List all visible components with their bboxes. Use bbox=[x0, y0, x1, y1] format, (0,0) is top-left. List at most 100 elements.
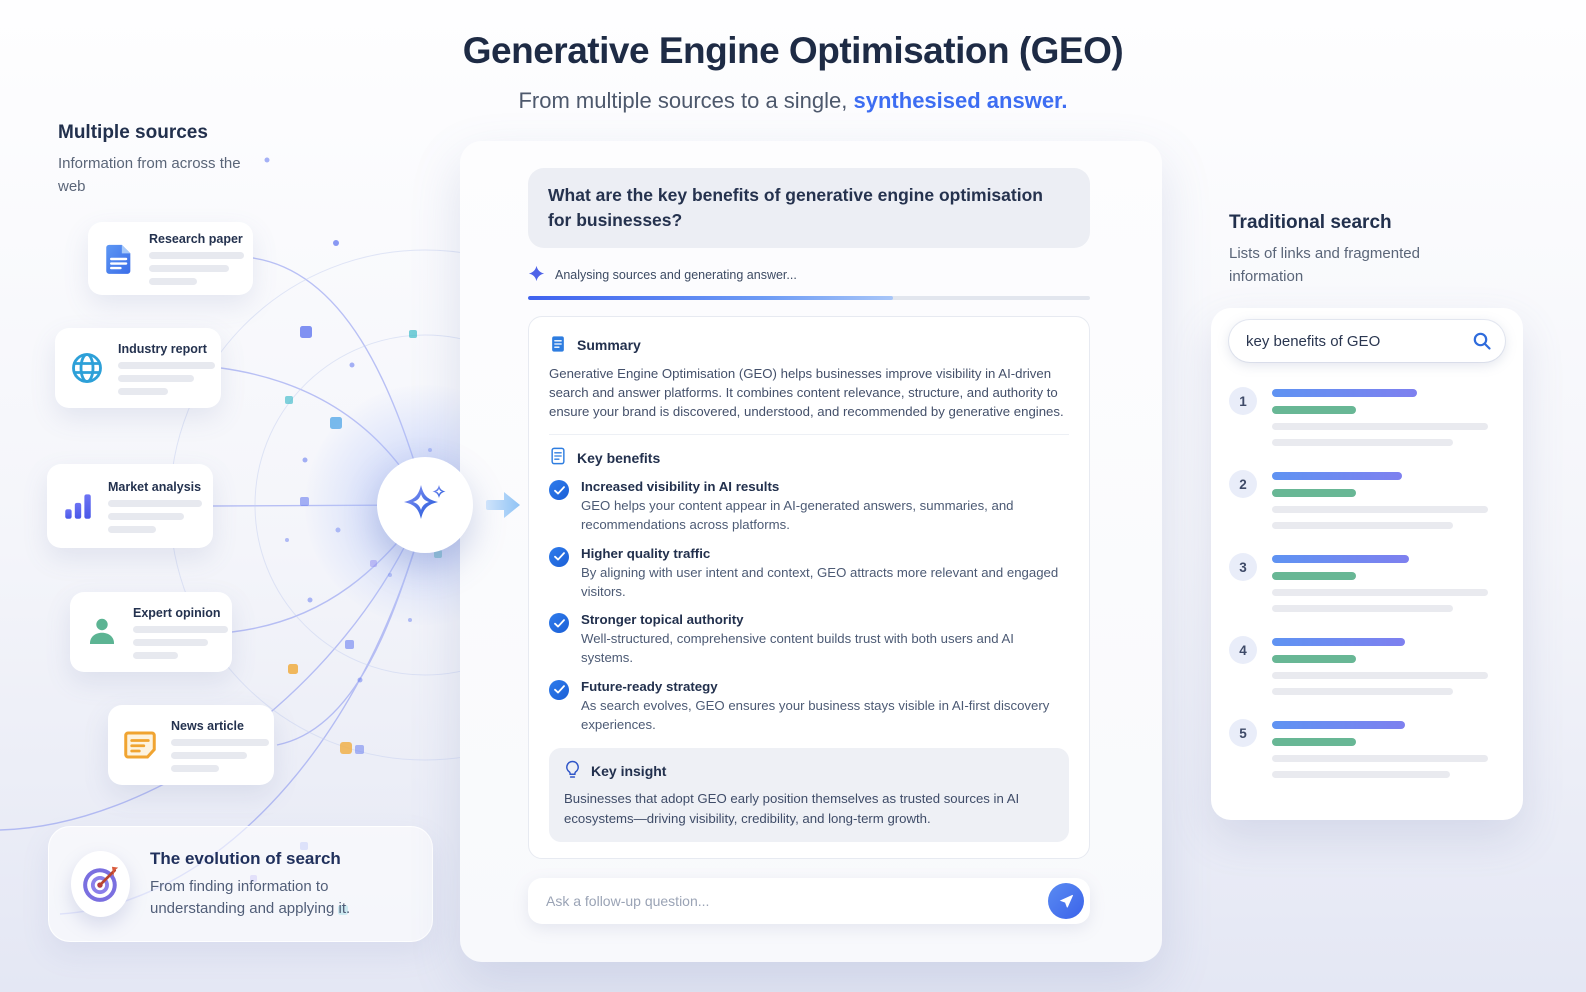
lightbulb-icon bbox=[564, 760, 581, 782]
skeleton-line bbox=[118, 374, 194, 382]
user-question: What are the key benefits of generative … bbox=[528, 168, 1090, 248]
result-rank-badge: 3 bbox=[1229, 553, 1257, 581]
evolution-description: From finding information to understandin… bbox=[150, 877, 351, 917]
send-button[interactable] bbox=[1048, 882, 1084, 919]
benefit-description: As search evolves, GEO ensures your busi… bbox=[581, 697, 1050, 732]
skeleton-line bbox=[171, 751, 247, 759]
benefit-item: Future-ready strategy As search evolves,… bbox=[549, 679, 1069, 734]
summary-heading: Summary bbox=[577, 337, 641, 354]
search-result: 5 bbox=[1229, 719, 1505, 778]
skeleton-line bbox=[118, 387, 168, 395]
answer-card: Summary Generative Engine Optimisation (… bbox=[528, 315, 1090, 859]
skeleton-line bbox=[149, 252, 244, 259]
result-snippet-skeleton bbox=[1272, 589, 1488, 596]
target-icon bbox=[71, 851, 130, 917]
check-circle-icon bbox=[549, 679, 569, 700]
result-snippet-skeleton bbox=[1272, 423, 1488, 430]
result-snippet-skeleton bbox=[1272, 439, 1453, 446]
source-card-label: Research paper bbox=[149, 232, 243, 246]
skeleton-line bbox=[118, 361, 215, 369]
skeleton-line bbox=[149, 265, 229, 272]
bar-chart-icon bbox=[61, 489, 95, 523]
ai-sparkle-node bbox=[377, 457, 473, 553]
subtitle-accent: synthesised answer. bbox=[853, 88, 1068, 113]
result-url-skeleton bbox=[1272, 738, 1356, 746]
skeleton-line bbox=[171, 738, 269, 746]
benefit-title: Higher quality traffic bbox=[581, 545, 711, 561]
ai-answer-panel: What are the key benefits of generative … bbox=[460, 141, 1162, 962]
benefit-title: Increased visibility in AI results bbox=[581, 479, 780, 495]
result-url-skeleton bbox=[1272, 572, 1356, 580]
benefit-description: GEO helps your content appear in AI-gene… bbox=[581, 498, 1014, 533]
summary-text: Generative Engine Optimisation (GEO) hel… bbox=[549, 365, 1064, 420]
result-snippet-skeleton bbox=[1272, 688, 1453, 695]
multiple-sources-heading: Multiple sources bbox=[58, 122, 208, 143]
divider bbox=[549, 434, 1069, 436]
search-result: 1 bbox=[1229, 387, 1505, 446]
benefits-heading: Key benefits bbox=[577, 449, 661, 466]
source-card-expert-opinion: Expert opinion bbox=[70, 592, 232, 672]
result-title-skeleton bbox=[1272, 555, 1409, 563]
check-circle-icon bbox=[549, 546, 569, 567]
source-card-label: News article bbox=[171, 718, 244, 733]
skeleton-line bbox=[171, 764, 219, 772]
skeleton-line bbox=[108, 512, 184, 520]
search-input[interactable] bbox=[1246, 332, 1472, 350]
followup-bar bbox=[528, 877, 1090, 924]
key-insight-box: Key insight Businesses that adopt GEO ea… bbox=[549, 748, 1069, 842]
flow-arrow-icon bbox=[486, 488, 522, 527]
benefit-description: Well-structured, comprehensive content b… bbox=[581, 631, 1014, 666]
multiple-sources-subheading: Information from across the web bbox=[58, 155, 241, 195]
check-circle-icon bbox=[549, 613, 569, 634]
source-card-market-analysis: Market analysis bbox=[47, 464, 213, 548]
paper-plane-icon bbox=[1059, 894, 1073, 908]
result-url-skeleton bbox=[1272, 489, 1356, 497]
sparkle-icon bbox=[528, 265, 545, 285]
traditional-search-panel: 1 2 3 bbox=[1211, 308, 1523, 820]
skeleton-line bbox=[133, 638, 208, 646]
search-result: 4 bbox=[1229, 636, 1505, 695]
traditional-search-subheading: Lists of links and fragmented informatio… bbox=[1229, 245, 1420, 285]
source-card-research-paper: Research paper bbox=[88, 222, 253, 295]
result-title-skeleton bbox=[1272, 389, 1417, 397]
source-card-news-article: News article bbox=[108, 705, 274, 785]
followup-input[interactable] bbox=[546, 892, 1048, 909]
result-snippet-skeleton bbox=[1272, 755, 1488, 762]
source-card-label: Market analysis bbox=[108, 479, 202, 494]
person-icon bbox=[84, 614, 120, 650]
source-card-label: Industry report bbox=[118, 341, 207, 356]
result-rank-badge: 5 bbox=[1229, 719, 1257, 747]
result-url-skeleton bbox=[1272, 406, 1356, 414]
progress-fill bbox=[528, 295, 894, 300]
insight-text: Businesses that adopt GEO early position… bbox=[564, 791, 1020, 826]
skeleton-line bbox=[133, 651, 178, 659]
skeleton-line bbox=[108, 525, 156, 533]
insight-heading: Key insight bbox=[591, 763, 667, 780]
result-snippet-skeleton bbox=[1272, 605, 1453, 612]
result-rank-badge: 2 bbox=[1229, 470, 1257, 498]
search-result: 3 bbox=[1229, 553, 1505, 612]
result-rank-badge: 1 bbox=[1229, 387, 1257, 415]
result-rank-badge: 4 bbox=[1229, 636, 1257, 664]
benefit-item: Increased visibility in AI results GEO h… bbox=[549, 479, 1069, 534]
news-icon bbox=[122, 727, 158, 763]
source-card-industry-report: Industry report bbox=[55, 328, 221, 408]
globe-icon bbox=[69, 350, 105, 386]
search-icon[interactable] bbox=[1472, 331, 1492, 351]
skeleton-line bbox=[133, 625, 228, 633]
benefit-item: Stronger topical authority Well-structur… bbox=[549, 612, 1069, 667]
evolution-of-search-card: The evolution of search From finding inf… bbox=[48, 826, 433, 942]
traditional-search-heading: Traditional search bbox=[1229, 212, 1392, 233]
status-text: Analysing sources and generating answer.… bbox=[555, 267, 797, 282]
page-subtitle: From multiple sources to a single, synth… bbox=[518, 88, 1068, 113]
result-snippet-skeleton bbox=[1272, 522, 1453, 529]
benefits-doc-icon bbox=[549, 447, 567, 468]
result-title-skeleton bbox=[1272, 472, 1402, 480]
source-card-label: Expert opinion bbox=[133, 605, 221, 620]
check-circle-icon bbox=[549, 480, 569, 501]
skeleton-line bbox=[108, 499, 202, 507]
progress-bar bbox=[528, 295, 1090, 300]
result-title-skeleton bbox=[1272, 638, 1405, 646]
page-title: Generative Engine Optimisation (GEO) bbox=[462, 30, 1124, 71]
